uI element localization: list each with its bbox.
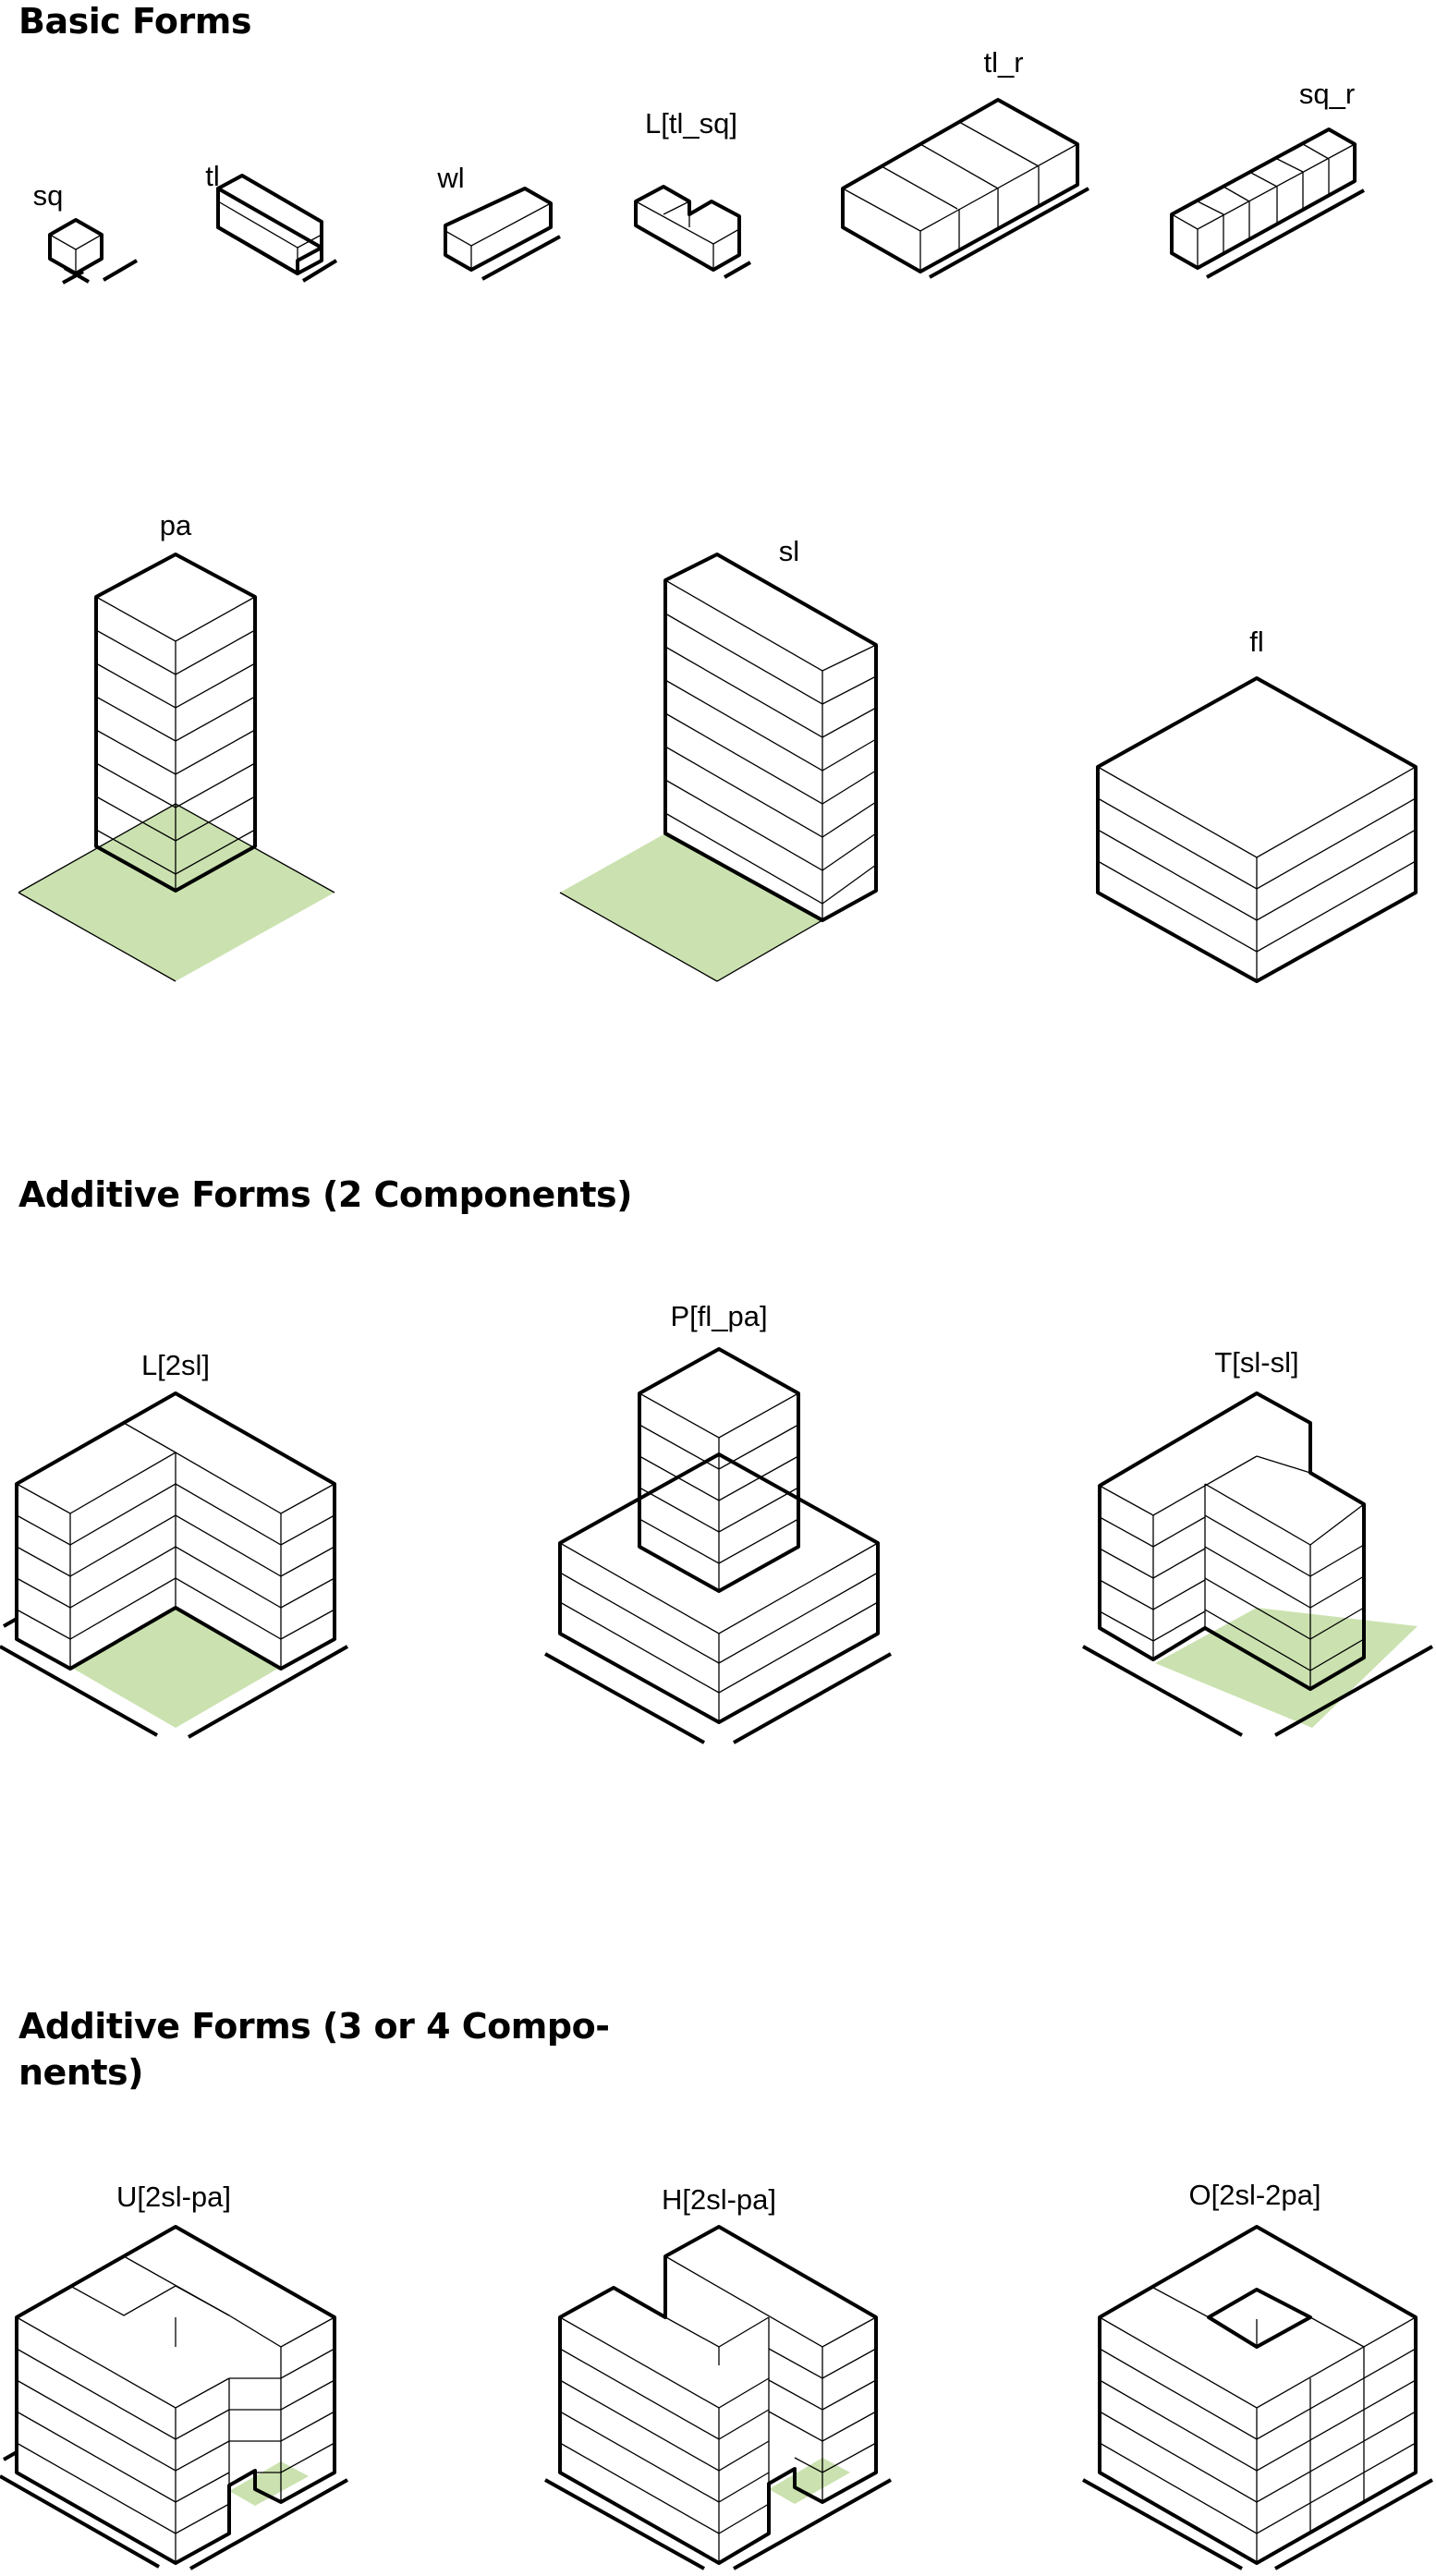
section-heading-additive-3-line2: nents) xyxy=(18,2052,144,2093)
label-sq-r: sq_r xyxy=(1298,78,1356,110)
section-heading-additive-3-line1: Additive Forms (3 or 4 Compo- xyxy=(18,2006,610,2047)
form-tl-r xyxy=(841,98,1089,279)
label-t-sl-sl: T[sl-sl] xyxy=(1214,1346,1299,1379)
section-heading-additive-2: Additive Forms (2 Components) xyxy=(18,1174,632,1215)
label-tl: tl xyxy=(205,160,220,192)
label-sq: sq xyxy=(32,179,64,212)
label-tl-r: tl_r xyxy=(983,46,1024,79)
form-sl xyxy=(559,553,878,982)
form-p-fl-pa xyxy=(544,1347,892,1744)
section-heading-basic-forms: Basic Forms xyxy=(18,1,251,42)
form-wl xyxy=(444,187,561,281)
form-h-2sl-pa xyxy=(544,2225,892,2570)
label-wl: wl xyxy=(437,162,465,194)
form-l-2sl xyxy=(0,1391,348,1739)
label-l-2sl: L[2sl] xyxy=(140,1349,211,1381)
label-o-2sl-2pa: O[2sl-2pa] xyxy=(1188,2179,1321,2211)
label-l-tl-sq: L[tl_sq] xyxy=(645,107,737,140)
form-sq-r xyxy=(1170,128,1365,279)
label-pa: pa xyxy=(159,509,192,541)
form-sq xyxy=(48,218,139,285)
label-h-2sl-pa: H[2sl-pa] xyxy=(661,2183,777,2216)
label-fl: fl xyxy=(1249,626,1264,658)
label-p-fl-pa: P[fl_pa] xyxy=(670,1300,768,1332)
form-tl xyxy=(216,174,338,283)
form-fl xyxy=(1096,676,1418,983)
form-l-tl-sq xyxy=(634,185,751,279)
label-u-2sl-pa: U[2sl-pa] xyxy=(116,2181,232,2213)
form-u-2sl-pa xyxy=(0,2225,348,2570)
form-t-sl-sl xyxy=(1082,1391,1433,1737)
label-sl: sl xyxy=(778,535,800,567)
form-o-2sl-2pa xyxy=(1082,2225,1433,2570)
form-pa xyxy=(18,553,335,982)
